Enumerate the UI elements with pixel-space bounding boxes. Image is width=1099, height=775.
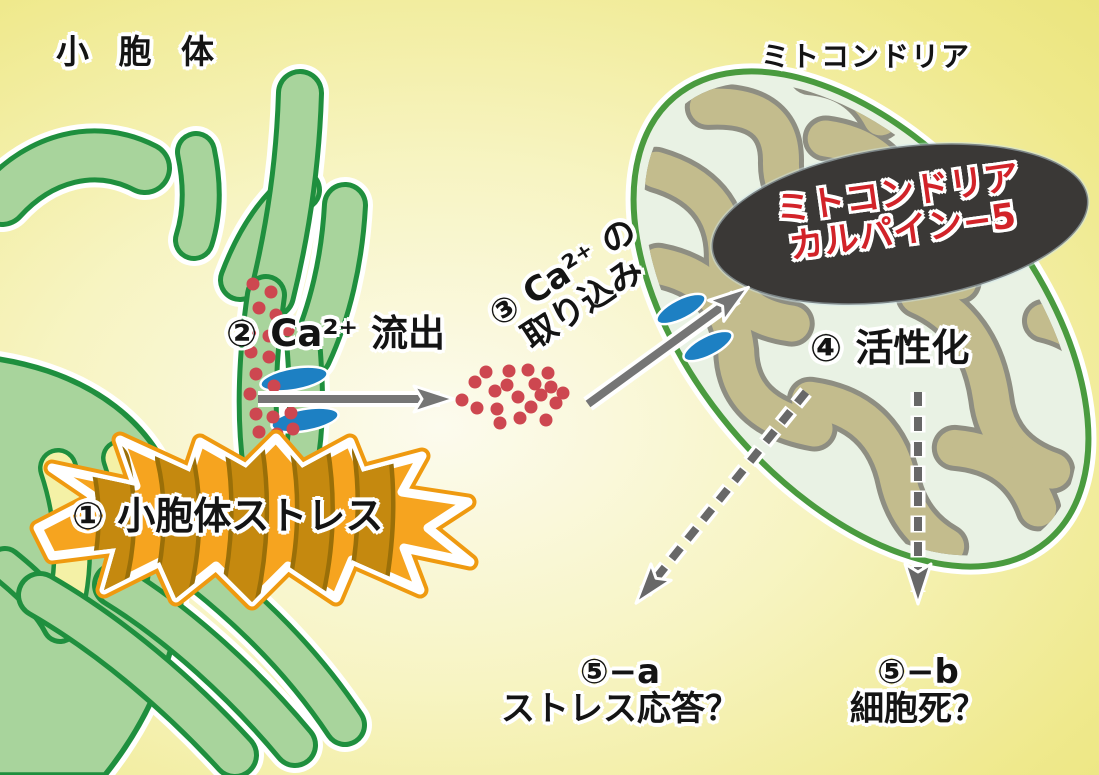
step5a-stress-response-label: ⑤−a ストレス応答？ bbox=[492, 654, 748, 727]
step4-activation-label: ④ 活性化 bbox=[810, 326, 970, 370]
er-title: 小 胞 体 bbox=[56, 32, 223, 71]
step2-ca-efflux-label: ② Ca²⁺ 流出 bbox=[226, 312, 445, 355]
step5b-cell-death-label: ⑤−b 細胞死？ bbox=[798, 654, 1038, 727]
step5b-number: ⑤−b bbox=[877, 652, 959, 692]
mitochondria-title: ミトコンドリア bbox=[761, 40, 972, 73]
step3-ca-uptake-label: ③ Ca²⁺ の 取り込み bbox=[448, 190, 698, 388]
step5a-text: ストレス応答？ bbox=[501, 688, 739, 729]
er-stress-burst bbox=[29, 429, 479, 611]
mito-channel-proteins bbox=[655, 292, 734, 363]
step1-er-stress-label: ① 小胞体ストレス bbox=[72, 494, 384, 538]
step5a-number: ⑤−a bbox=[579, 652, 661, 692]
calpain5-oval bbox=[710, 141, 1090, 307]
endoplasmic-reticulum bbox=[0, 64, 373, 775]
arrow-ca-uptake bbox=[583, 285, 750, 411]
step5b-text: 細胞死？ bbox=[850, 688, 986, 729]
calcium-ions-cytosol bbox=[455, 363, 570, 430]
calpain5-label: ミトコンドリア カルパイン−5 bbox=[713, 151, 1088, 277]
arrow-dashed-stress-response bbox=[634, 387, 812, 605]
